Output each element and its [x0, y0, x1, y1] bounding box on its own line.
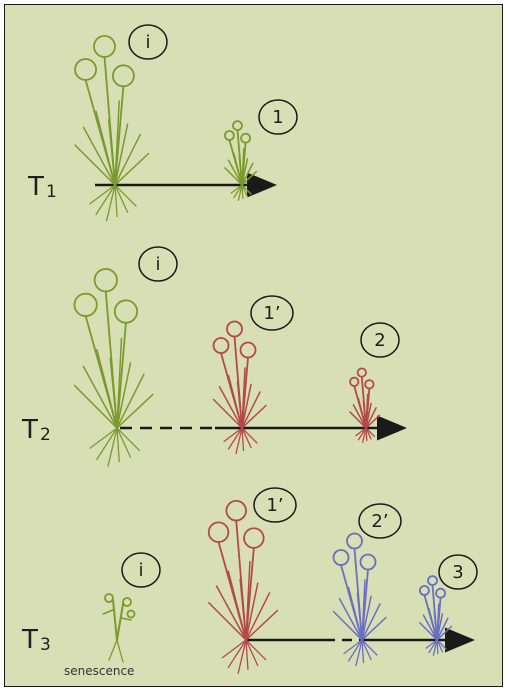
time-sub-t2: 2 [40, 425, 51, 445]
plant-t1-1 [223, 120, 258, 201]
time-label-t3: T [21, 625, 38, 655]
plant-t1-i [74, 35, 150, 222]
svg-text:1: 1 [272, 107, 283, 128]
svg-text:i: i [155, 254, 160, 275]
row-t3-label: T 3 [21, 625, 51, 655]
svg-text:1’: 1’ [266, 495, 283, 516]
plant-t3-2prime [332, 532, 387, 667]
plant-t3-1prime [207, 499, 279, 674]
plant-t2-1prime [212, 320, 267, 455]
plant-t2-2 [349, 367, 381, 443]
plants-layer [73, 35, 453, 674]
plant-t3-3 [418, 575, 453, 656]
gen-label-t2-2: 2 [360, 322, 400, 358]
gen-label-t3-2prime: 2’ [358, 503, 402, 539]
row-t2-label: T 2 [21, 415, 51, 445]
gen-label-t3-1prime: 1’ [253, 487, 297, 523]
time-label-t2: T [21, 415, 38, 445]
time-label-t1: T [27, 172, 44, 202]
svg-text:i: i [145, 32, 150, 53]
gen-label-t1-i: i [128, 24, 168, 60]
gen-label-t3-i: i [121, 552, 161, 588]
svg-text:3: 3 [452, 562, 463, 583]
gen-label-t1-1: 1 [258, 99, 298, 135]
plant-t2-i [73, 268, 154, 467]
gen-label-t3-3: 3 [438, 554, 478, 590]
svg-text:i: i [138, 560, 143, 581]
senescence-note: senescence [64, 664, 134, 678]
svg-text:2: 2 [374, 330, 385, 351]
time-sub-t1: 1 [46, 182, 57, 202]
row-t1-label: T 1 [27, 172, 57, 202]
svg-text:1’: 1’ [263, 303, 280, 324]
time-sub-t3: 3 [40, 635, 51, 655]
plant-t3-i-senescent [102, 593, 136, 663]
gen-label-t2-1prime: 1’ [250, 295, 294, 331]
gen-label-t2-i: i [138, 246, 178, 282]
svg-text:2’: 2’ [371, 511, 388, 532]
